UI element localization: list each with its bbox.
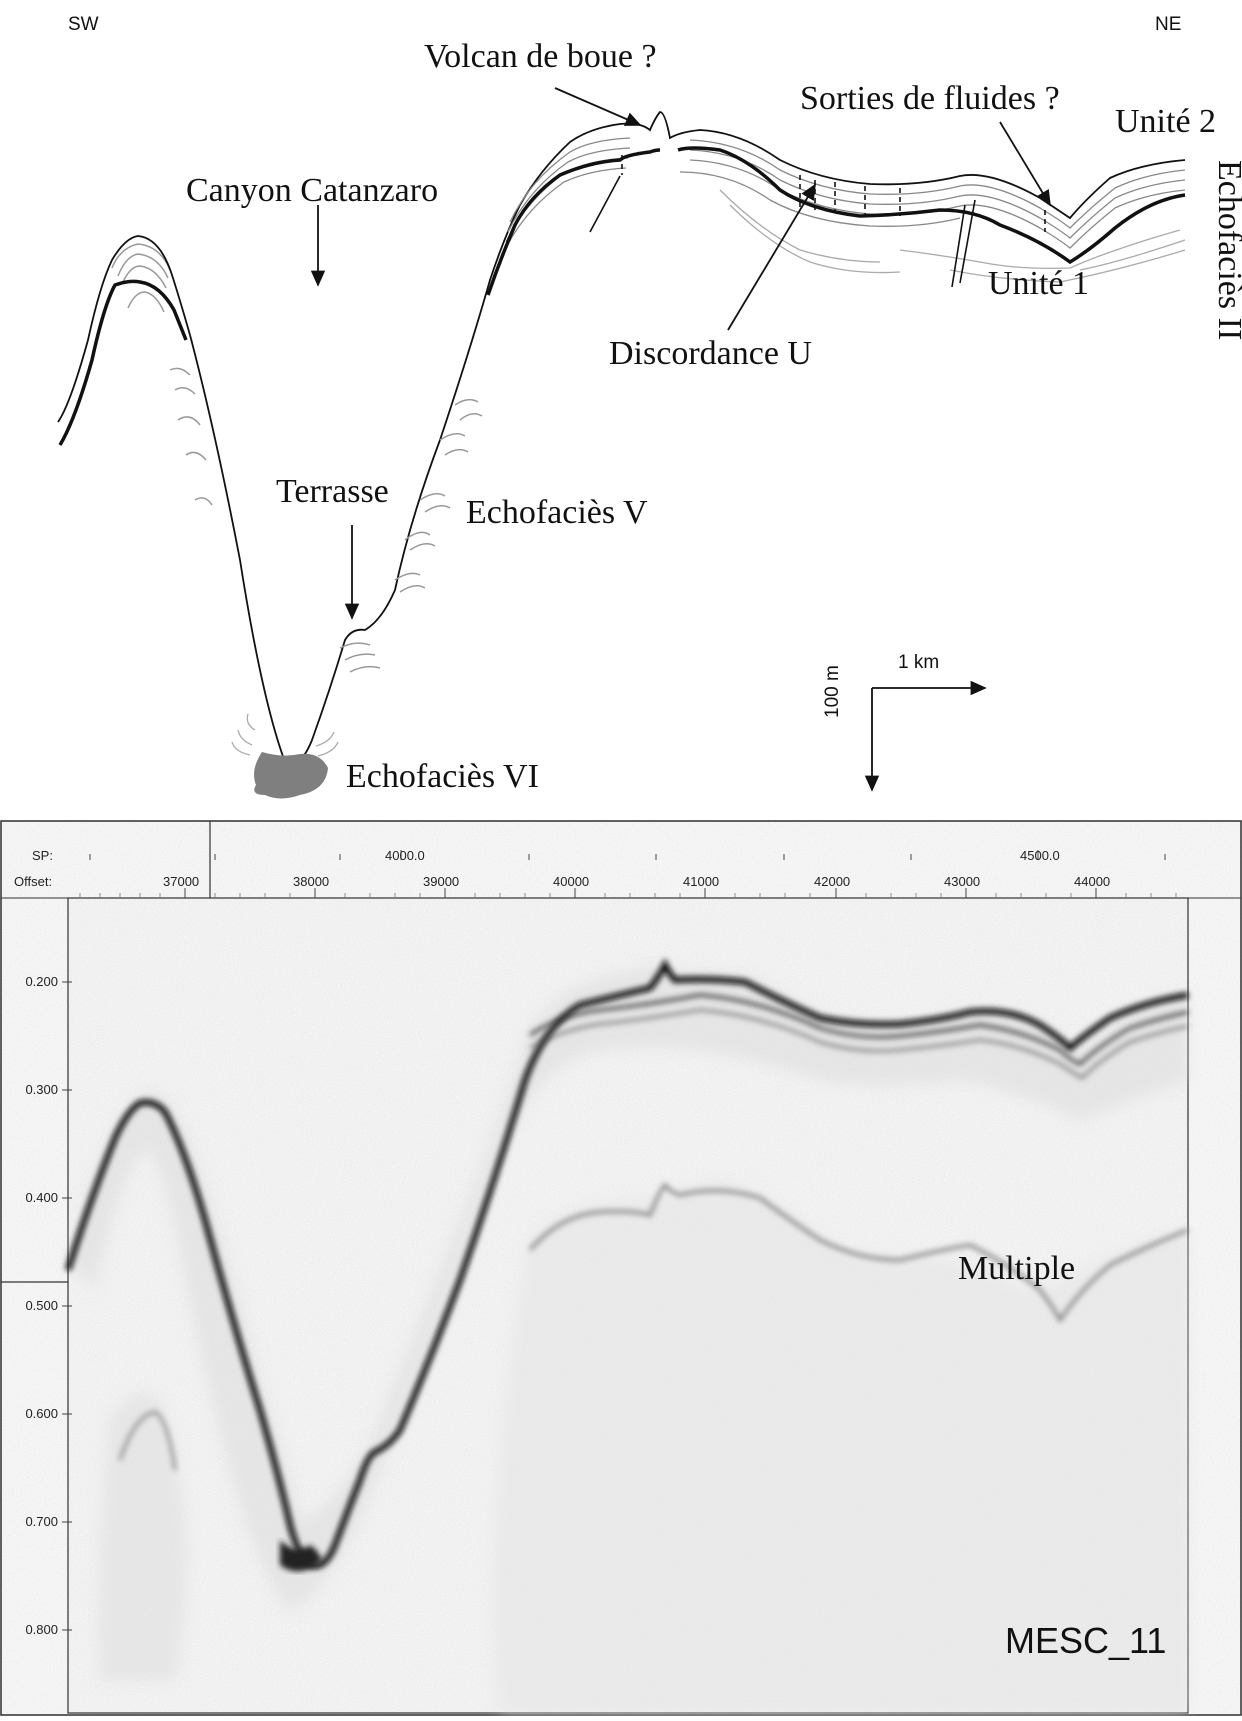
sp-tick-4500: 4500.0	[1020, 848, 1060, 863]
canyon-wall-reflectors	[339, 398, 483, 673]
left-hill-reflectors	[111, 243, 213, 506]
offset-tick-43000: 43000	[944, 874, 981, 889]
sp-label: SP:	[32, 848, 53, 863]
y-tick-0600: 0.600	[25, 1406, 58, 1421]
y-tick-0500: 0.500	[25, 1298, 58, 1313]
seafloor-reflector	[65, 958, 1189, 1569]
subbottom-reflectors	[529, 993, 1189, 1066]
offset-tick-41000: 41000	[683, 874, 720, 889]
left-hill-seafloor	[57, 235, 191, 423]
ruler-ticks	[89, 850, 1166, 860]
label-echofacies-ii: Echofaciès II	[1211, 160, 1242, 341]
compass-sw-label: SW	[68, 14, 99, 35]
label-unite-2: Unité 2	[1115, 103, 1217, 140]
label-sorties-de-fluides: Sorties de fluides ?	[800, 80, 1060, 117]
label-discordance-u: Discordance U	[609, 335, 812, 372]
left-multiple-reflector	[118, 1410, 177, 1471]
offset-tick-39000: 39000	[423, 874, 460, 889]
label-multiple: Multiple	[958, 1250, 1076, 1287]
compass-ne-label: NE	[1155, 14, 1182, 35]
scale-bar	[864, 680, 987, 792]
label-unite-1: Unité 1	[988, 265, 1090, 302]
canyon-floor-echo	[280, 1540, 322, 1572]
interpretation-diagram	[57, 87, 1186, 799]
offset-tick-40000: 40000	[553, 874, 590, 889]
y-tick-0300: 0.300	[25, 1082, 58, 1097]
label-arrows	[310, 87, 1051, 620]
label-echofacies-vi: Echofaciès VI	[346, 758, 539, 795]
label-echofacies-v: Echofaciès V	[466, 494, 648, 531]
y-tick-0200: 0.200	[25, 974, 58, 989]
subbottom-reflector-deep	[529, 1008, 1189, 1080]
multiple-reflector	[528, 1182, 1189, 1323]
seismic-profile-panel: SP: Offset: 4000.0 4500.0 37000 38000 39…	[0, 820, 1242, 1716]
offset-tick-38000: 38000	[293, 874, 330, 889]
profile-name-label: MESC_11	[1005, 1620, 1167, 1661]
scale-vertical-label: 100 m	[822, 665, 843, 718]
sp-tick-4000: 4000.0	[385, 848, 425, 863]
label-canyon-catanzaro: Canyon Catanzaro	[186, 172, 439, 209]
seismic-diffuse-layer	[68, 965, 1188, 1713]
label-volcan-de-boue: Volcan de boue ?	[424, 38, 657, 75]
discordance-horizon	[486, 146, 1186, 296]
offset-ticks	[184, 888, 1097, 898]
scale-horizontal-label: 1 km	[898, 652, 940, 673]
deep-plateau-reflectors	[719, 189, 1186, 283]
left-hill-horizon	[58, 279, 188, 446]
offset-minor-ticks	[79, 893, 1177, 898]
label-terrasse: Terrasse	[276, 473, 389, 510]
y-tick-0700: 0.700	[25, 1514, 58, 1529]
offset-label: Offset:	[14, 874, 53, 889]
plateau-reflectors	[503, 137, 1186, 253]
seismic-profile-svg	[0, 820, 1242, 1716]
offset-tick-44000: 44000	[1074, 874, 1111, 889]
offset-tick-42000: 42000	[814, 874, 851, 889]
canyon-seafloor	[189, 111, 1186, 765]
y-tick-0400: 0.400	[25, 1190, 58, 1205]
echofacies-vi-blob	[254, 752, 328, 799]
y-tick-0800: 0.800	[25, 1622, 58, 1637]
y-ticks	[62, 981, 72, 1631]
canyon-floor-reflectors	[231, 713, 339, 757]
offset-tick-37000: 37000	[163, 874, 200, 889]
